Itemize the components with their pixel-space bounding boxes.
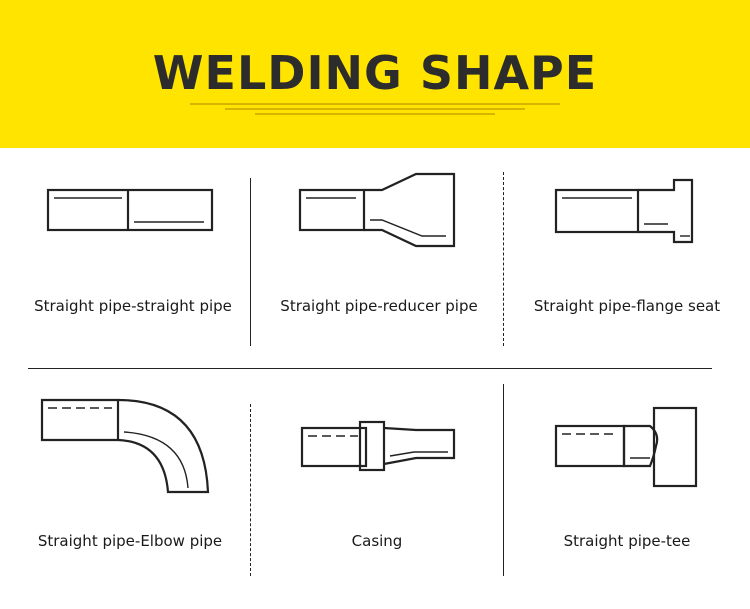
tee-pipe-icon xyxy=(554,406,698,488)
column-divider xyxy=(503,384,504,576)
label-casing: Casing xyxy=(351,532,403,550)
row-divider xyxy=(28,368,712,369)
elbow-pipe-icon xyxy=(40,398,210,494)
column-divider xyxy=(503,172,504,346)
casing-icon xyxy=(300,420,456,472)
label-straight-reducer: Straight pipe-reducer pipe xyxy=(280,297,478,315)
header-banner: WELDING SHAPE xyxy=(0,0,750,148)
label-straight-elbow: Straight pipe-Elbow pipe xyxy=(37,532,223,550)
label-straight-straight: Straight pipe-straight pipe xyxy=(34,297,232,315)
column-divider xyxy=(250,404,251,576)
label-straight-tee: Straight pipe-tee xyxy=(563,532,691,550)
straight-pipe-joint-icon xyxy=(46,188,214,232)
page-title: WELDING SHAPE xyxy=(152,46,598,100)
column-divider xyxy=(250,178,251,346)
label-straight-flange: Straight pipe-flange seat xyxy=(533,297,721,315)
reducer-pipe-icon xyxy=(298,172,456,248)
flange-seat-icon xyxy=(554,178,694,244)
banner-fine-print xyxy=(190,103,560,123)
